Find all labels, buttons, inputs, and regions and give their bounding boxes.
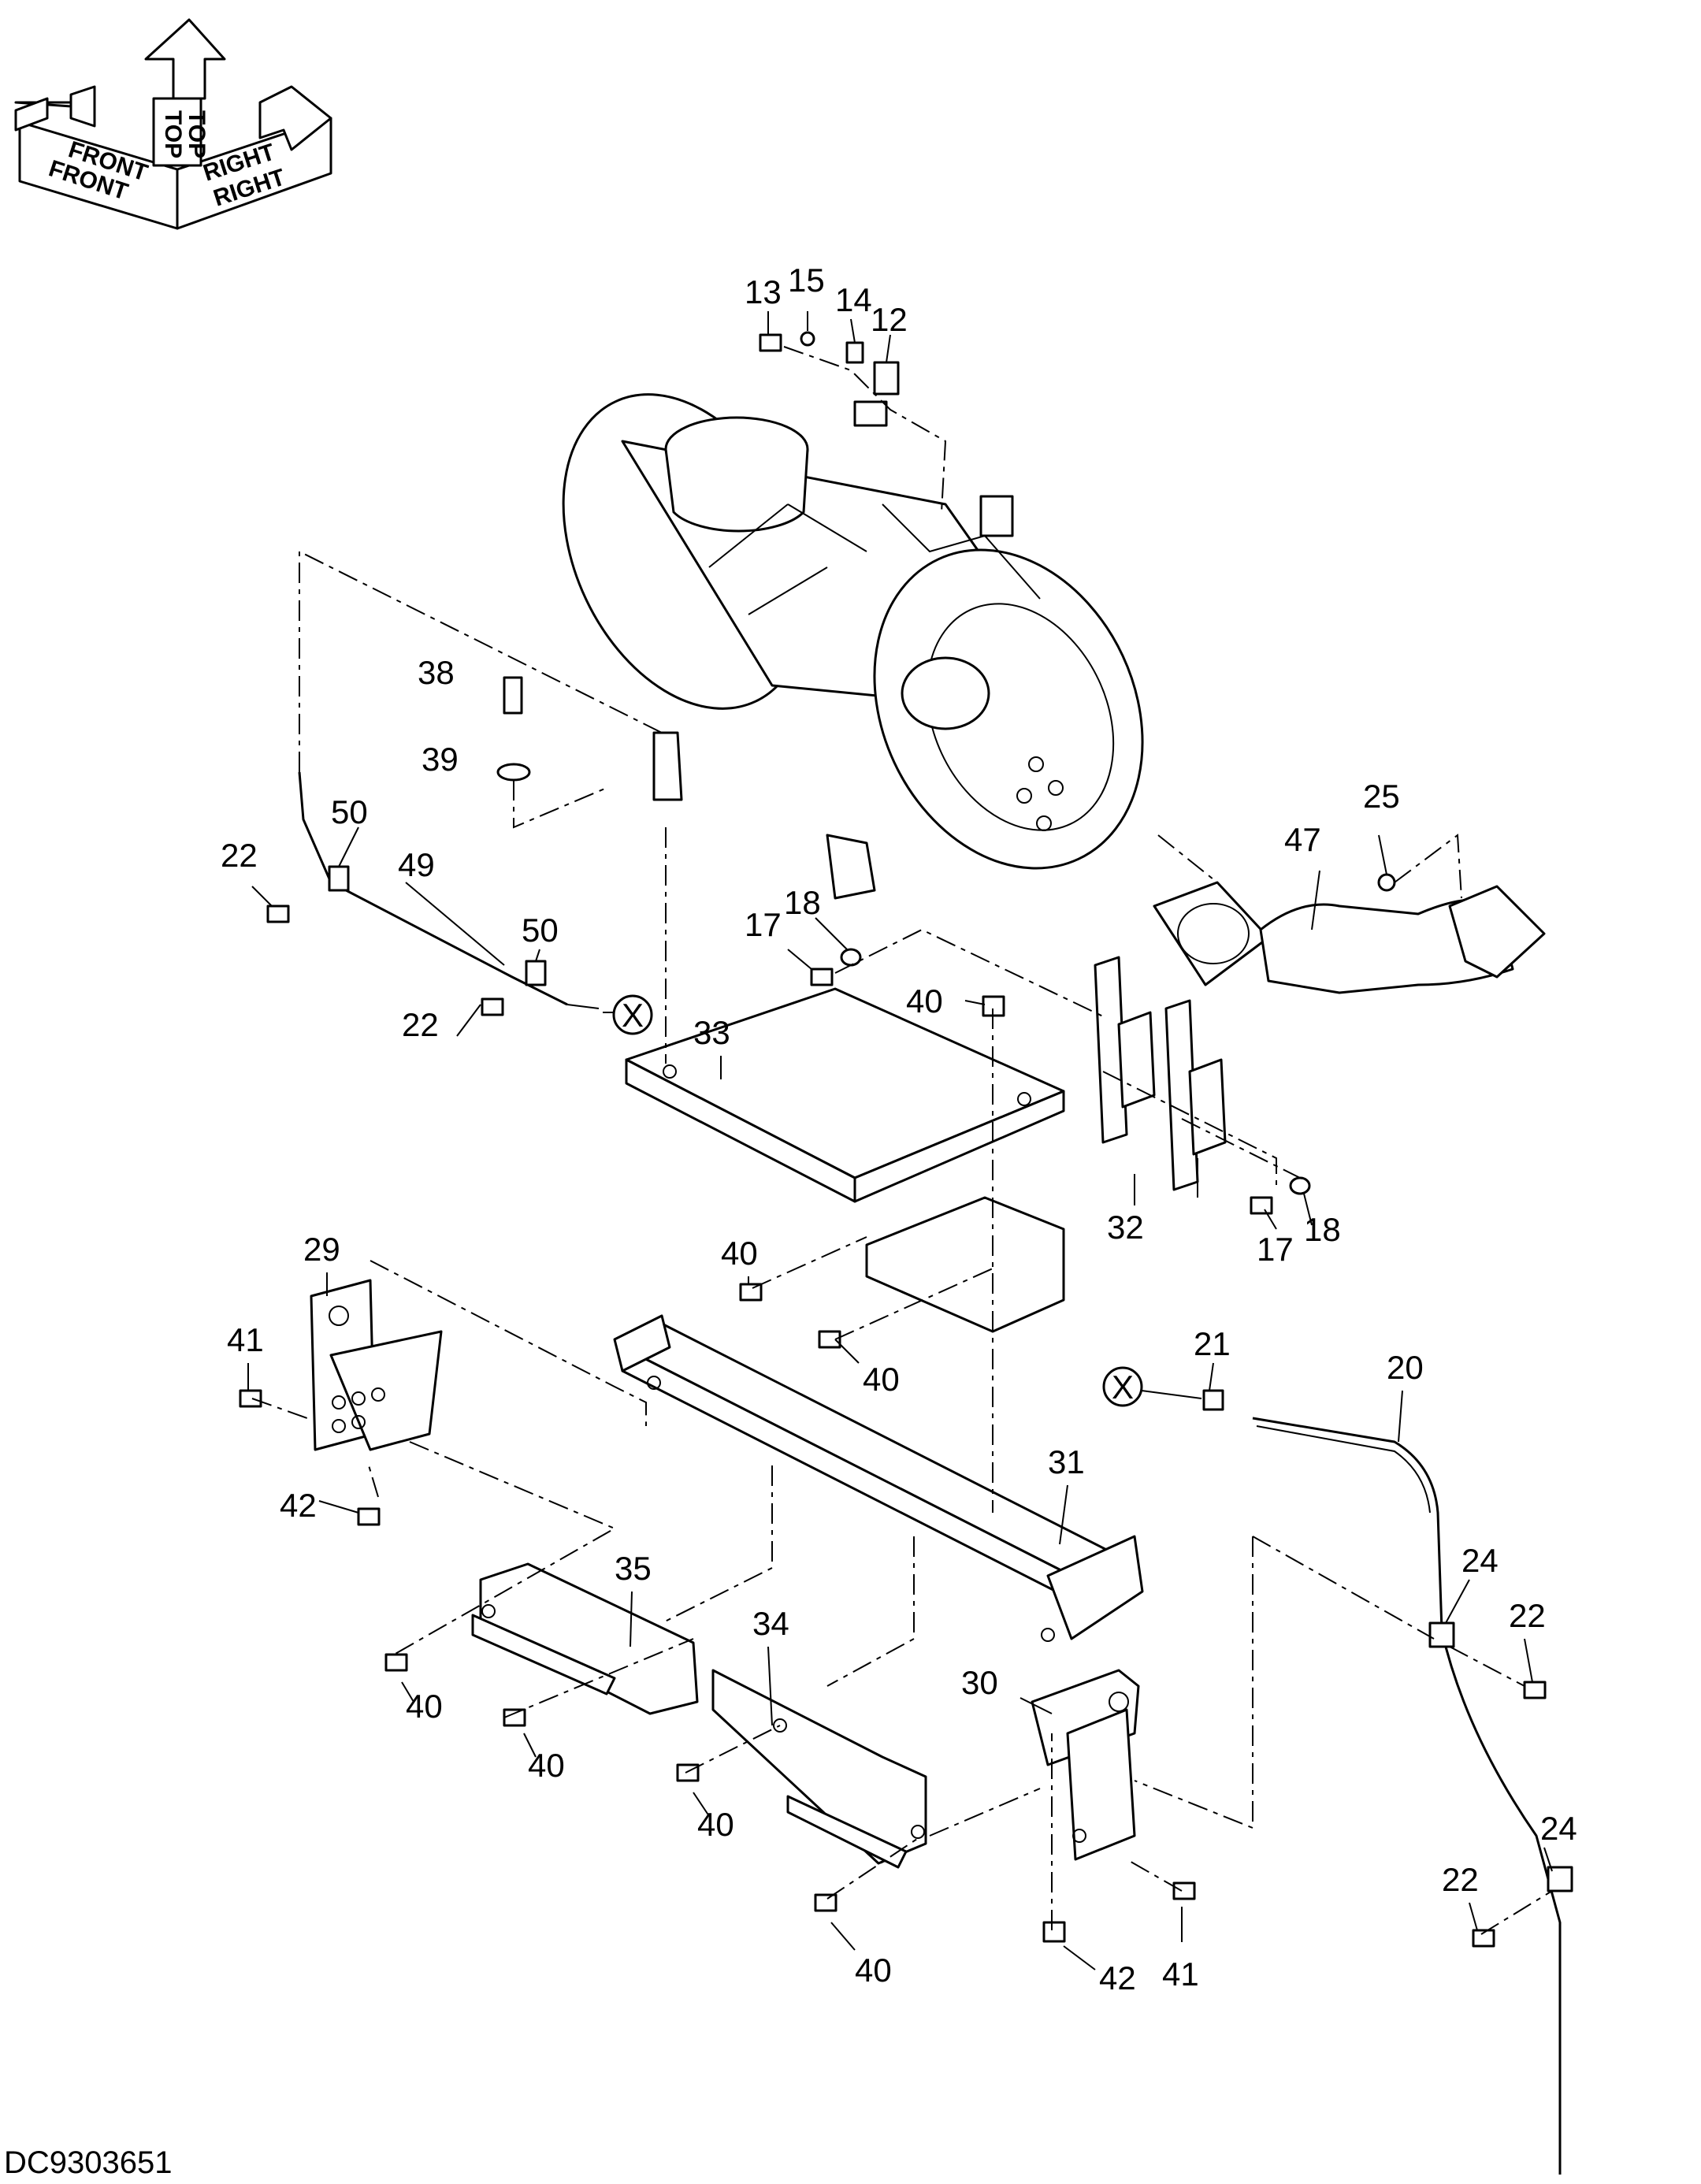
callout-42-a: 42 [280, 1487, 317, 1524]
callout-24-a: 24 [1461, 1542, 1499, 1579]
fasteners [239, 331, 1547, 1948]
callout-21: 21 [1194, 1325, 1231, 1362]
assembly-lines [251, 346, 1553, 1935]
document-id: DC9303651 [4, 2145, 173, 2180]
right-mount-bracket [1031, 1669, 1140, 1861]
connector-marker-upper: X [612, 994, 653, 1035]
callout-18-b: 18 [1304, 1211, 1341, 1248]
callout-40-b: 40 [721, 1235, 758, 1272]
callout-40-d: 40 [406, 1688, 443, 1725]
support-plate [625, 987, 1065, 1333]
part-callouts: 13 15 14 12 38 39 50 49 50 22 22 25 47 1… [221, 262, 1577, 1996]
callout-39: 39 [422, 741, 459, 778]
callout-49: 49 [398, 846, 435, 883]
callout-25: 25 [1363, 778, 1400, 815]
callout-33: 33 [693, 1014, 730, 1051]
callout-22-c: 22 [1509, 1597, 1546, 1634]
callout-35: 35 [615, 1550, 652, 1587]
orientation-top-left: TOP [160, 110, 186, 158]
callout-31: 31 [1048, 1443, 1085, 1480]
callout-34: 34 [752, 1605, 789, 1642]
callout-41-a: 41 [227, 1321, 264, 1358]
callout-14: 14 [835, 281, 872, 318]
support-rod-upper [298, 771, 600, 1009]
callout-40-g: 40 [855, 1952, 892, 1989]
callout-30: 30 [961, 1664, 998, 1701]
callout-13: 13 [745, 273, 782, 310]
connector-marker-lower: X [1102, 1366, 1202, 1407]
support-rod-lower [1252, 1417, 1573, 2175]
callout-42-b: 42 [1099, 1959, 1136, 1996]
callout-22-b: 22 [402, 1006, 439, 1043]
callout-32: 32 [1107, 1209, 1144, 1246]
callout-40-e: 40 [528, 1747, 565, 1784]
callout-40-a: 40 [906, 982, 943, 1020]
cover-plate-right [711, 1669, 927, 1869]
callout-41-b: 41 [1162, 1956, 1199, 1993]
callout-17-a: 17 [745, 906, 782, 943]
callout-50-upper: 50 [331, 793, 368, 830]
connector-label-lower: X [1112, 1369, 1134, 1406]
callout-38: 38 [418, 654, 455, 691]
callout-40-f: 40 [697, 1806, 734, 1843]
connector-label-upper: X [622, 997, 644, 1034]
callout-12: 12 [871, 301, 908, 338]
orientation-indicator: FRONT FRONT TOP TOP RIGHT RIGHT [14, 18, 332, 230]
callout-22-d: 22 [1442, 1861, 1479, 1898]
orientation-top-right: TOP [184, 110, 210, 158]
callout-29: 29 [303, 1231, 340, 1268]
leader-lines [247, 311, 1553, 1970]
left-mount-bracket [310, 1279, 443, 1451]
main-cross-member [613, 1314, 1144, 1642]
callout-17-b: 17 [1257, 1231, 1294, 1268]
cover-plate-left [471, 1562, 699, 1715]
side-brackets [1094, 956, 1227, 1191]
callout-22-a: 22 [221, 837, 258, 874]
callout-47: 47 [1284, 821, 1321, 858]
callout-50-lower: 50 [522, 912, 559, 949]
callout-18-a: 18 [784, 884, 821, 921]
exhaust-outlet-pipe [1153, 881, 1546, 994]
callout-24-b: 24 [1540, 1810, 1577, 1847]
callout-15: 15 [788, 262, 825, 299]
exhaust-aftertreatment-unit [562, 393, 1144, 900]
callout-20: 20 [1387, 1349, 1424, 1386]
callout-40-c: 40 [863, 1361, 900, 1398]
